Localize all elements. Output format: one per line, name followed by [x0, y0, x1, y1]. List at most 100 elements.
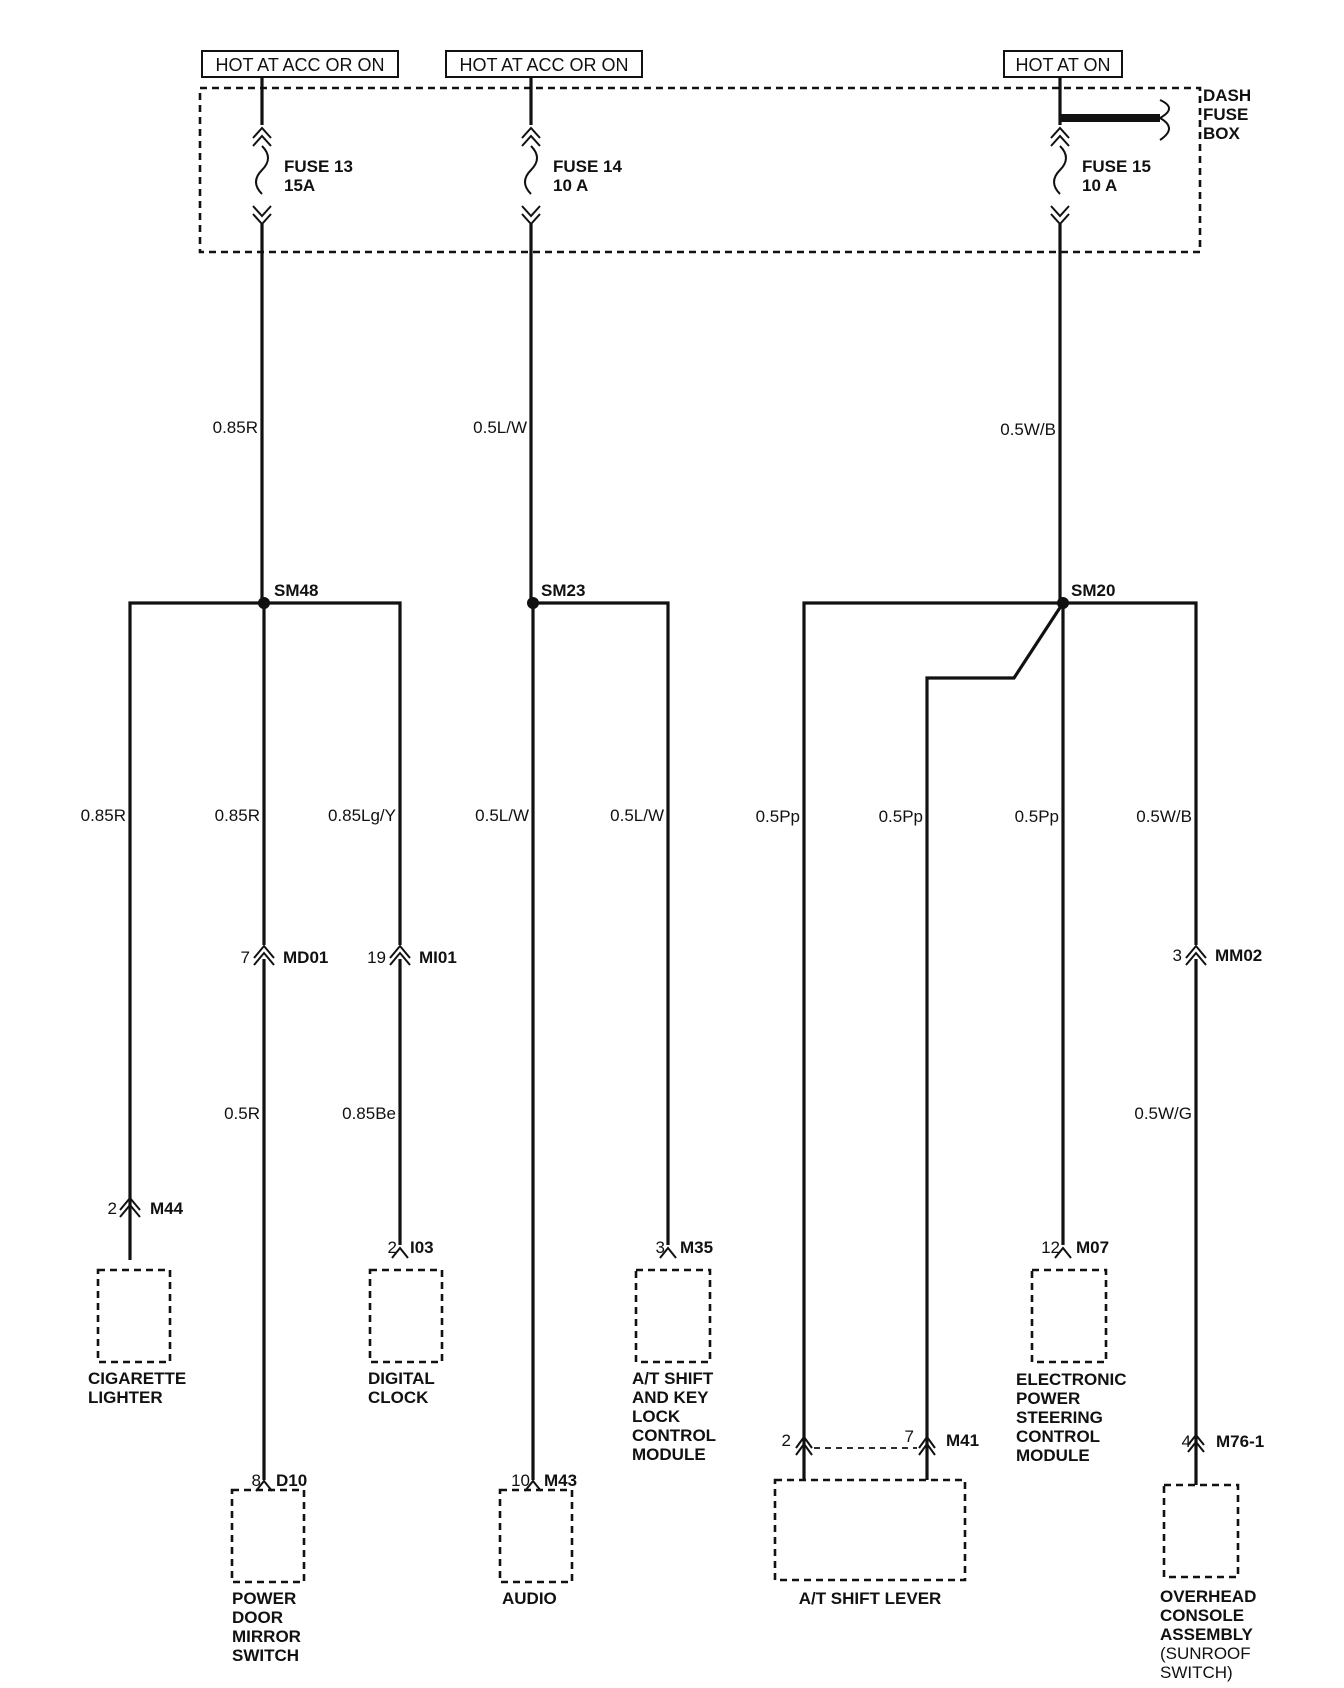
svg-text:7: 7 [905, 1427, 914, 1446]
branch-wire-6-label: 0.5Pp [756, 807, 800, 826]
branch-wire-8-label: 0.5Pp [1015, 807, 1059, 826]
svg-text:STEERING: STEERING [1016, 1408, 1103, 1427]
component-eps-control-module: 12 M07 ELECTRONIC POWER STEERING CONTROL… [1016, 1238, 1127, 1465]
dash-fuse-box-outline [198, 86, 1202, 254]
svg-text:ELECTRONIC: ELECTRONIC [1016, 1370, 1127, 1389]
svg-text:FUSE: FUSE [1203, 105, 1248, 124]
fuse-13-rating: 15A [284, 176, 315, 195]
power-source-2-label: HOT AT ACC OR ON [459, 55, 628, 75]
fuse-14: FUSE 14 10 A [521, 126, 623, 226]
svg-text:7: 7 [241, 948, 250, 967]
svg-text:10: 10 [511, 1471, 530, 1490]
svg-text:AND KEY: AND KEY [632, 1388, 709, 1407]
component-overhead-console-assembly: 4 M76-1 OVERHEAD CONSOLE ASSEMBLY (SUNRO… [1160, 1430, 1264, 1682]
branch-wire-7-label: 0.5Pp [879, 807, 923, 826]
svg-text:3: 3 [1173, 946, 1182, 965]
svg-text:LOCK: LOCK [632, 1407, 681, 1426]
svg-text:A/T SHIFT: A/T SHIFT [632, 1369, 714, 1388]
svg-text:2: 2 [108, 1199, 117, 1218]
component-at-shift-lever: 2 7 M41 A/T SHIFT LEVER [773, 1427, 979, 1608]
svg-text:3: 3 [656, 1238, 665, 1257]
power-source-1-label: HOT AT ACC OR ON [215, 55, 384, 75]
inline-connector-mm02: 3 MM02 [1173, 940, 1262, 1430]
svg-text:AUDIO: AUDIO [502, 1589, 557, 1608]
lower-wire-2-label: 0.85Be [342, 1104, 396, 1123]
svg-text:MI01: MI01 [419, 948, 457, 967]
svg-text:OVERHEAD: OVERHEAD [1160, 1587, 1256, 1606]
splice-sm48-label: SM48 [274, 581, 318, 600]
feed-wire-1-label: 0.85R [213, 418, 258, 437]
feed-wire-3-label: 0.5W/B [1000, 420, 1056, 439]
svg-text:DASH: DASH [1203, 86, 1251, 105]
component-cigarette-lighter: 2 M44 CIGARETTE LIGHTER [88, 1196, 186, 1407]
splice-sm20: SM20 [802, 581, 1198, 1480]
branch-wire-1-label: 0.85R [81, 806, 126, 825]
splice-sm20-label: SM20 [1071, 581, 1115, 600]
fuse-14-rating: 10 A [553, 176, 588, 195]
component-digital-clock: 2 I03 DIGITAL CLOCK [368, 1238, 444, 1407]
fuse-14-name: FUSE 14 [553, 157, 623, 176]
fuse-13: FUSE 13 15A [252, 126, 353, 226]
fuse-15-rating: 10 A [1082, 176, 1117, 195]
branch-wire-2-label: 0.85R [215, 806, 260, 825]
branch-wire-5-label: 0.5L/W [610, 806, 664, 825]
fuse-15: FUSE 15 10 A [1050, 126, 1151, 226]
svg-text:12: 12 [1041, 1238, 1060, 1257]
svg-text:SWITCH): SWITCH) [1160, 1663, 1233, 1682]
svg-text:CONTROL: CONTROL [1016, 1427, 1100, 1446]
feed-wire-2-label: 0.5L/W [473, 418, 527, 437]
fuse-15-name: FUSE 15 [1082, 157, 1151, 176]
inline-connector-mi01: 19 MI01 [367, 940, 457, 1245]
lower-wire-1-label: 0.5R [224, 1104, 260, 1123]
svg-text:M44: M44 [150, 1199, 184, 1218]
svg-text:D10: D10 [276, 1471, 307, 1490]
svg-text:LIGHTER: LIGHTER [88, 1388, 163, 1407]
svg-text:CIGARETTE: CIGARETTE [88, 1369, 186, 1388]
svg-text:8: 8 [252, 1471, 261, 1490]
component-at-shift-key-lock-module: 3 M35 A/T SHIFT AND KEY LOCK CONTROL MOD… [632, 1238, 716, 1464]
svg-text:4: 4 [1182, 1432, 1191, 1451]
svg-text:2: 2 [388, 1238, 397, 1257]
power-source-3: HOT AT ON [1003, 50, 1123, 78]
svg-text:ASSEMBLY: ASSEMBLY [1160, 1625, 1254, 1644]
svg-text:CONTROL: CONTROL [632, 1426, 716, 1445]
svg-text:MIRROR: MIRROR [232, 1627, 301, 1646]
svg-text:BOX: BOX [1203, 124, 1241, 143]
splice-sm23: SM23 [527, 581, 670, 1245]
svg-text:MD01: MD01 [283, 948, 328, 967]
svg-text:M43: M43 [544, 1471, 577, 1490]
branch-wire-9-label: 0.5W/B [1136, 807, 1192, 826]
lower-wire-3-label: 0.5W/G [1134, 1104, 1192, 1123]
inline-connector-md01: 7 MD01 [241, 944, 328, 967]
fuse-13-name: FUSE 13 [284, 157, 353, 176]
svg-text:I03: I03 [410, 1238, 434, 1257]
svg-text:M35: M35 [680, 1238, 713, 1257]
svg-text:SWITCH: SWITCH [232, 1646, 299, 1665]
svg-text:M07: M07 [1076, 1238, 1109, 1257]
component-power-door-mirror-switch: 8 D10 POWER DOOR MIRROR SWITCH [230, 1471, 307, 1665]
svg-text:POWER: POWER [1016, 1389, 1080, 1408]
svg-text:DOOR: DOOR [232, 1608, 283, 1627]
branch-wire-3-label: 0.85Lg/Y [328, 806, 396, 825]
svg-text:MM02: MM02 [1215, 946, 1262, 965]
svg-text:MODULE: MODULE [632, 1445, 706, 1464]
svg-text:MODULE: MODULE [1016, 1446, 1090, 1465]
component-audio: 10 M43 AUDIO [498, 1471, 577, 1608]
svg-text:M41: M41 [946, 1431, 979, 1450]
svg-text:DIGITAL: DIGITAL [368, 1369, 435, 1388]
svg-text:19: 19 [367, 948, 386, 967]
power-source-3-label: HOT AT ON [1015, 55, 1110, 75]
svg-text:A/T SHIFT LEVER: A/T SHIFT LEVER [799, 1589, 942, 1608]
svg-text:CLOCK: CLOCK [368, 1388, 429, 1407]
splice-sm23-label: SM23 [541, 581, 585, 600]
svg-text:CONSOLE: CONSOLE [1160, 1606, 1244, 1625]
svg-text:(SUNROOF: (SUNROOF [1160, 1644, 1251, 1663]
svg-text:POWER: POWER [232, 1589, 296, 1608]
svg-text:2: 2 [782, 1431, 791, 1450]
branch-wire-4-label: 0.5L/W [475, 806, 529, 825]
dash-fuse-box-label: DASH FUSE BOX [1203, 86, 1251, 143]
svg-text:M76-1: M76-1 [1216, 1432, 1264, 1451]
power-source-2: HOT AT ACC OR ON [445, 50, 643, 78]
power-source-1: HOT AT ACC OR ON [201, 50, 399, 78]
